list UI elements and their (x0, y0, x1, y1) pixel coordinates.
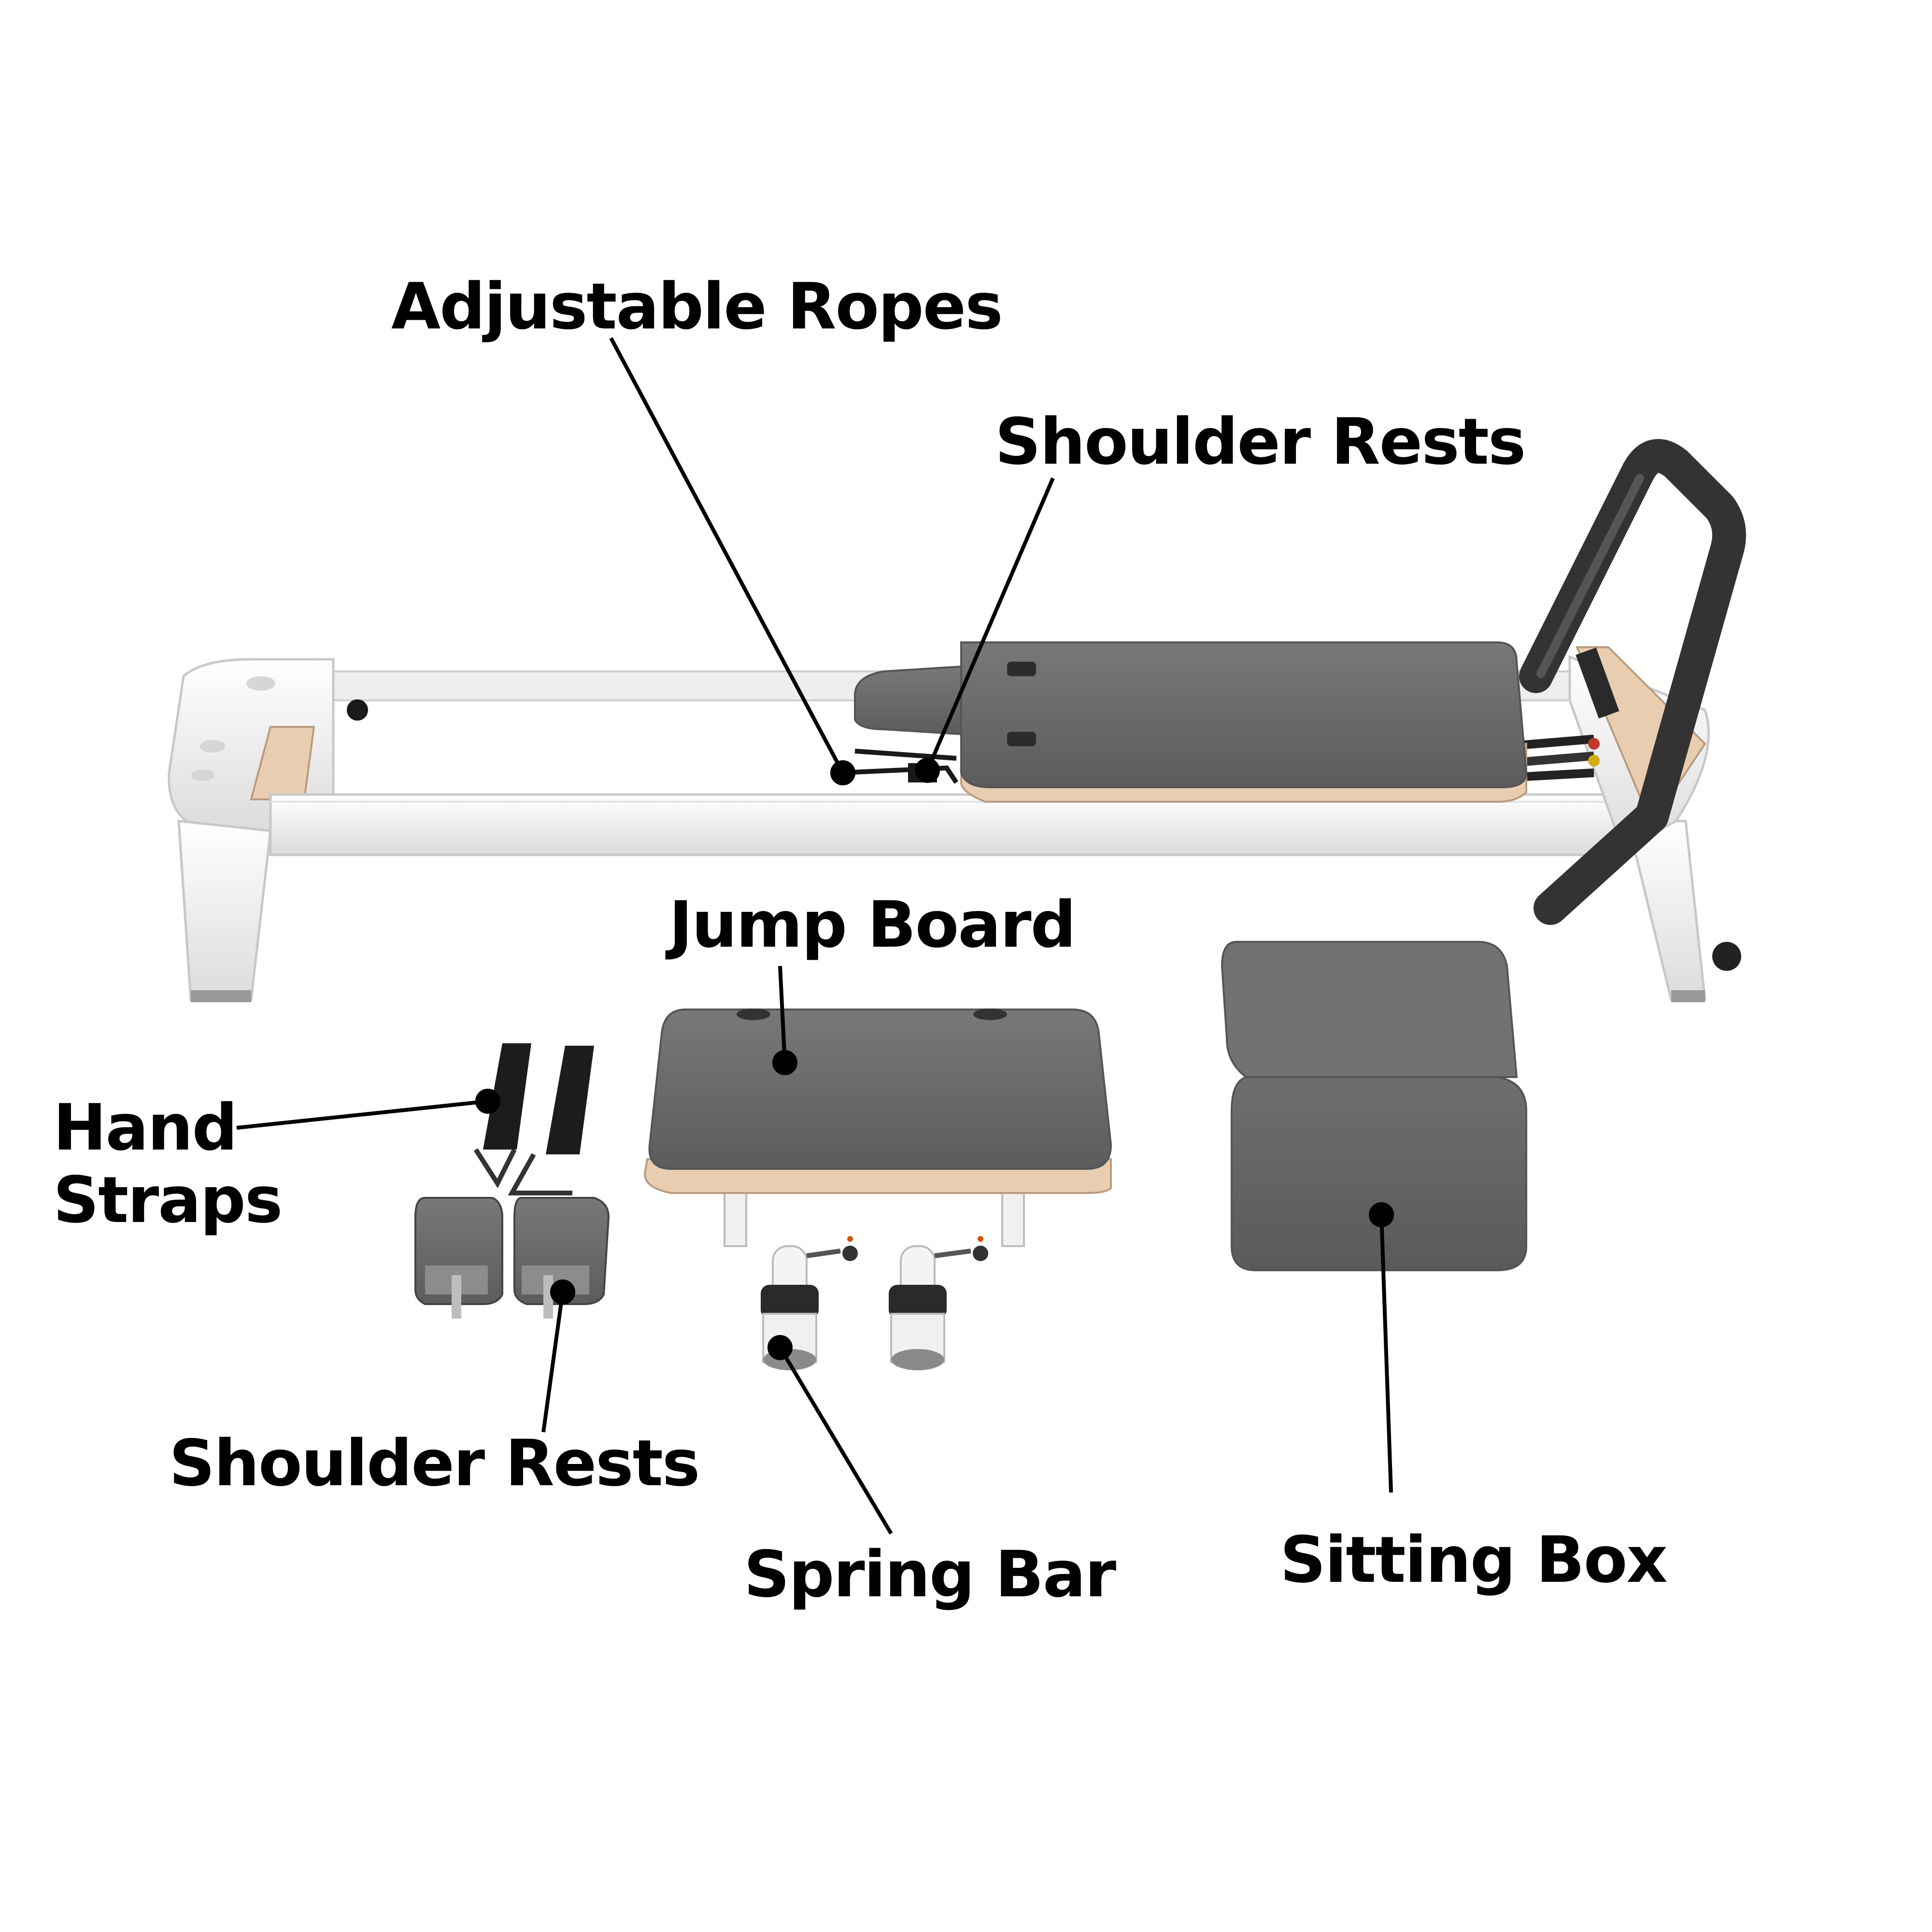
reformer (168, 439, 1746, 1002)
leader-adjustable-ropes (609, 337, 845, 774)
label-spring-bar: Spring Bar (744, 1537, 1116, 1612)
label-jump-board: Jump Board (665, 888, 1075, 962)
shoulder-rest-peg-icon (1007, 662, 1036, 676)
label-sitting-box: Sitting Box (1280, 1523, 1667, 1597)
spring-bar-post-right (889, 1236, 988, 1370)
label-shoulder-rests-bottom: Shoulder Rests (169, 1426, 699, 1501)
wheel-icon (1712, 942, 1741, 971)
leader-shoulder-rests-top (925, 477, 1055, 771)
leader-hand-straps (236, 1099, 488, 1130)
frame-hole-icon (200, 740, 225, 753)
hand-straps (473, 1043, 594, 1195)
leader-jump-board (778, 966, 787, 1063)
jump-board-pad (648, 1009, 1112, 1170)
leader-sitting-box (1379, 1214, 1393, 1493)
adjustment-knob-icon (347, 699, 368, 721)
label-adjustable-ropes: Adjustable Ropes (391, 270, 1002, 344)
carriage-headrest (854, 665, 962, 736)
leader-spring-bar (778, 1346, 893, 1535)
reformer-handle-bar (1519, 439, 1746, 925)
label-hand-straps-line2: Straps (53, 1163, 282, 1237)
spring-bar (761, 1236, 988, 1370)
reformer-leg-front-left (177, 820, 272, 1001)
sitting-box-front (1231, 1076, 1527, 1271)
sitting-box-top (1221, 941, 1518, 1078)
frame-hole-icon (246, 676, 275, 691)
jump-board (643, 1009, 1112, 1247)
carriage-pad (960, 641, 1528, 788)
shoulder-rest-pads (414, 1197, 610, 1319)
sitting-box (1221, 941, 1527, 1271)
frame-hole-icon (191, 769, 214, 781)
leader-shoulder-rests-bottom (541, 1292, 565, 1433)
shoulder-rest-peg-icon (1007, 732, 1036, 746)
reformer-near-rail (269, 793, 1624, 856)
leader-lines (236, 337, 1394, 1535)
label-hand-straps-line1: Hand (53, 1091, 237, 1165)
label-shoulder-rests-top: Shoulder Rests (995, 405, 1525, 479)
